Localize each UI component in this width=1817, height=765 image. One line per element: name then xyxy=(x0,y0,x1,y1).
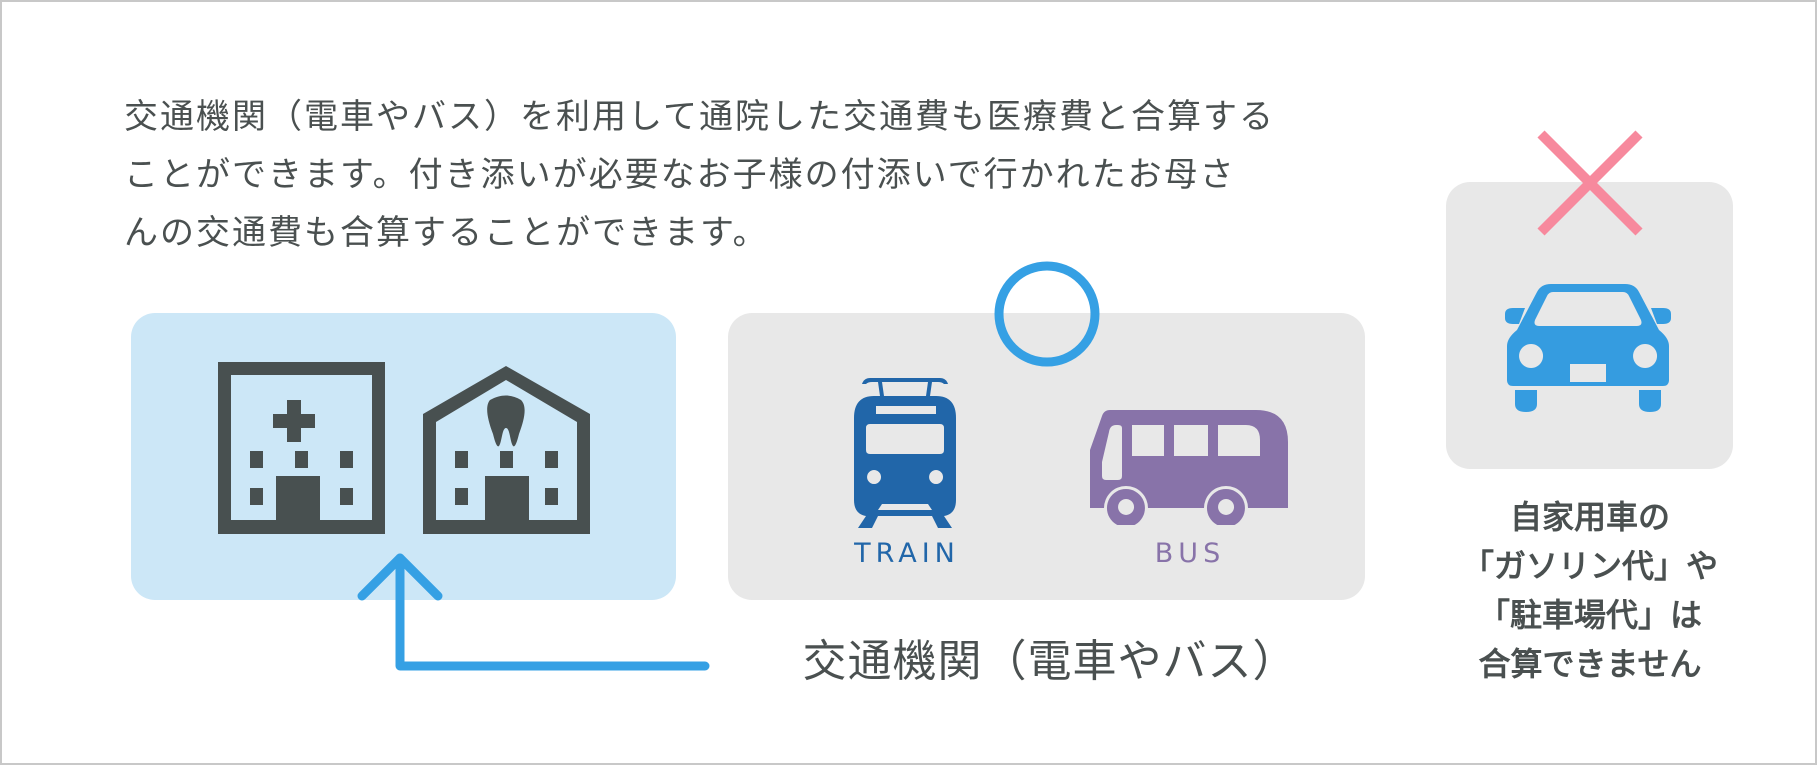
car-note: 自家用車の 「ガソリン代」や 「駐車場代」は 合算できません xyxy=(1430,493,1750,689)
arrow-up-icon xyxy=(357,553,710,671)
cross-ng-icon xyxy=(1537,130,1643,236)
car-panel xyxy=(1446,182,1733,469)
car-note-line-3: 「駐車場代」は xyxy=(1477,596,1702,634)
car-note-line-1: 自家用車の xyxy=(1509,498,1670,536)
intro-line-2: ことができます。付き添いが必要なお子様の付添いで行かれたお母さ xyxy=(124,155,1236,195)
intro-line-3: んの交通費も合算することができます。 xyxy=(124,213,769,253)
car-note-line-4: 合算できません xyxy=(1478,645,1702,683)
car-note-line-2: 「ガソリン代」や xyxy=(1461,547,1718,585)
bus-icon xyxy=(1090,410,1288,525)
intro-text: 交通機関（電車やバス）を利用して通院した交通費も医療費と合算する ことができます… xyxy=(124,88,1374,262)
circle-ok-icon xyxy=(994,261,1100,367)
intro-line-1: 交通機関（電車やバス）を利用して通院した交通費も医療費と合算する xyxy=(124,97,1275,137)
bus-label: BUS xyxy=(1154,538,1226,569)
train-icon xyxy=(854,378,956,528)
transit-caption: 交通機関（電車やバス） xyxy=(802,636,1298,687)
train-label: TRAIN xyxy=(854,538,960,569)
hospital-icon xyxy=(218,362,385,534)
dental-clinic-icon xyxy=(423,366,590,534)
car-icon xyxy=(1505,284,1671,412)
